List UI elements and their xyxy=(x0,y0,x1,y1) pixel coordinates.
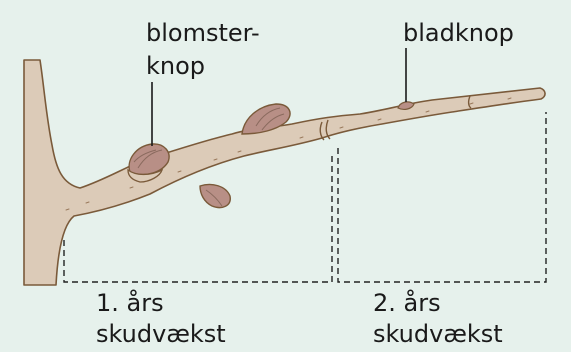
year2-bracket xyxy=(338,112,546,282)
leaf-bud-label: bladknop xyxy=(403,20,514,46)
year1-growth-label-line1: 1. års xyxy=(96,290,164,316)
lower-bud xyxy=(200,184,230,207)
flower-bud-label-line1: blomster- xyxy=(146,20,260,46)
flower-bud-label-line2: knop xyxy=(146,53,205,79)
year1-bracket xyxy=(64,156,332,282)
year2-growth-label-line2: skudvækst xyxy=(373,321,503,347)
branch-body xyxy=(24,60,545,285)
year1-growth-label-line2: skudvækst xyxy=(96,321,226,347)
year2-growth-label-line1: 2. års xyxy=(373,290,441,316)
